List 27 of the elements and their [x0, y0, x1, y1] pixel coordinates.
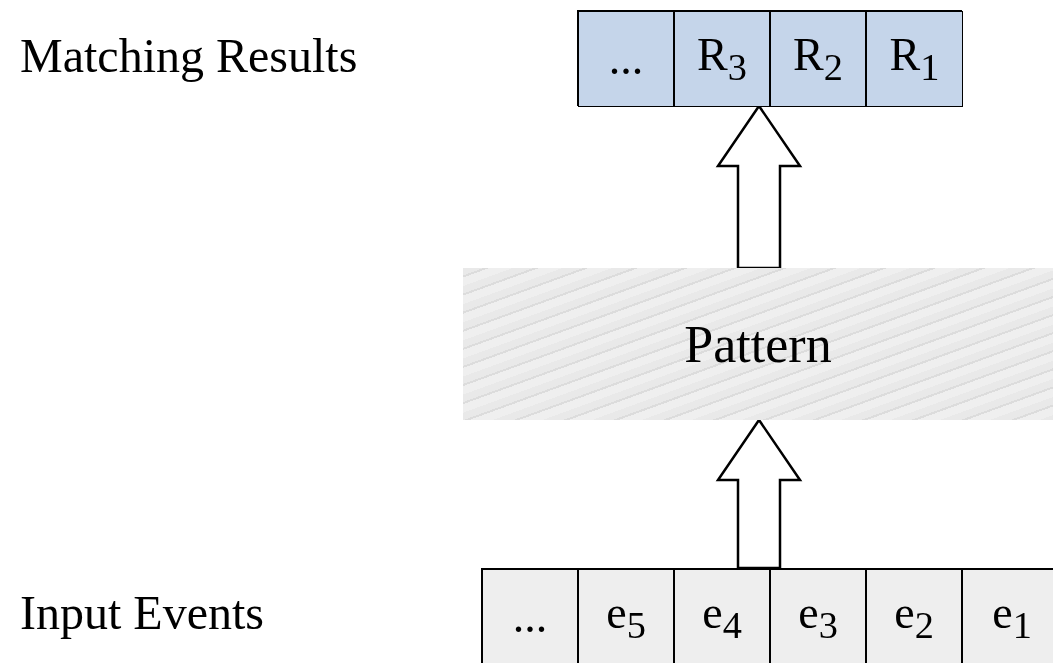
- cell-text: e$_{5}$: [606, 589, 646, 645]
- queue-bar: [481, 568, 1053, 663]
- row-label: Matching Results: [20, 28, 358, 83]
- pattern-box: [463, 268, 1053, 420]
- queue-cell: [866, 11, 963, 107]
- box-label: Pattern: [684, 314, 832, 374]
- queue-cell: [770, 569, 866, 663]
- cell-text: ...: [512, 594, 548, 640]
- row-label: Input Events: [20, 585, 264, 640]
- queue-cell: [770, 11, 866, 107]
- queue-cell: [578, 569, 674, 663]
- queue-cell: [482, 569, 578, 663]
- block-arrow: [715, 417, 803, 570]
- cell-text: e$_{3}$: [798, 589, 838, 645]
- queue-cell: [962, 569, 1053, 663]
- cell-text: R$_{1}$: [889, 31, 940, 87]
- queue-cell: [578, 11, 674, 107]
- cell-text: R$_{2}$: [793, 31, 843, 87]
- queue-cell: [674, 569, 770, 663]
- queue-cell: [866, 569, 962, 663]
- cell-text: e$_{4}$: [702, 589, 742, 645]
- cell-text: e$_{2}$: [894, 589, 934, 645]
- queue-cell: [674, 11, 770, 107]
- cell-text: ...: [608, 36, 644, 82]
- queue-bar: [577, 10, 962, 106]
- cell-text: e$_{1}$: [992, 589, 1032, 645]
- cell-text: R$_{3}$: [697, 31, 747, 87]
